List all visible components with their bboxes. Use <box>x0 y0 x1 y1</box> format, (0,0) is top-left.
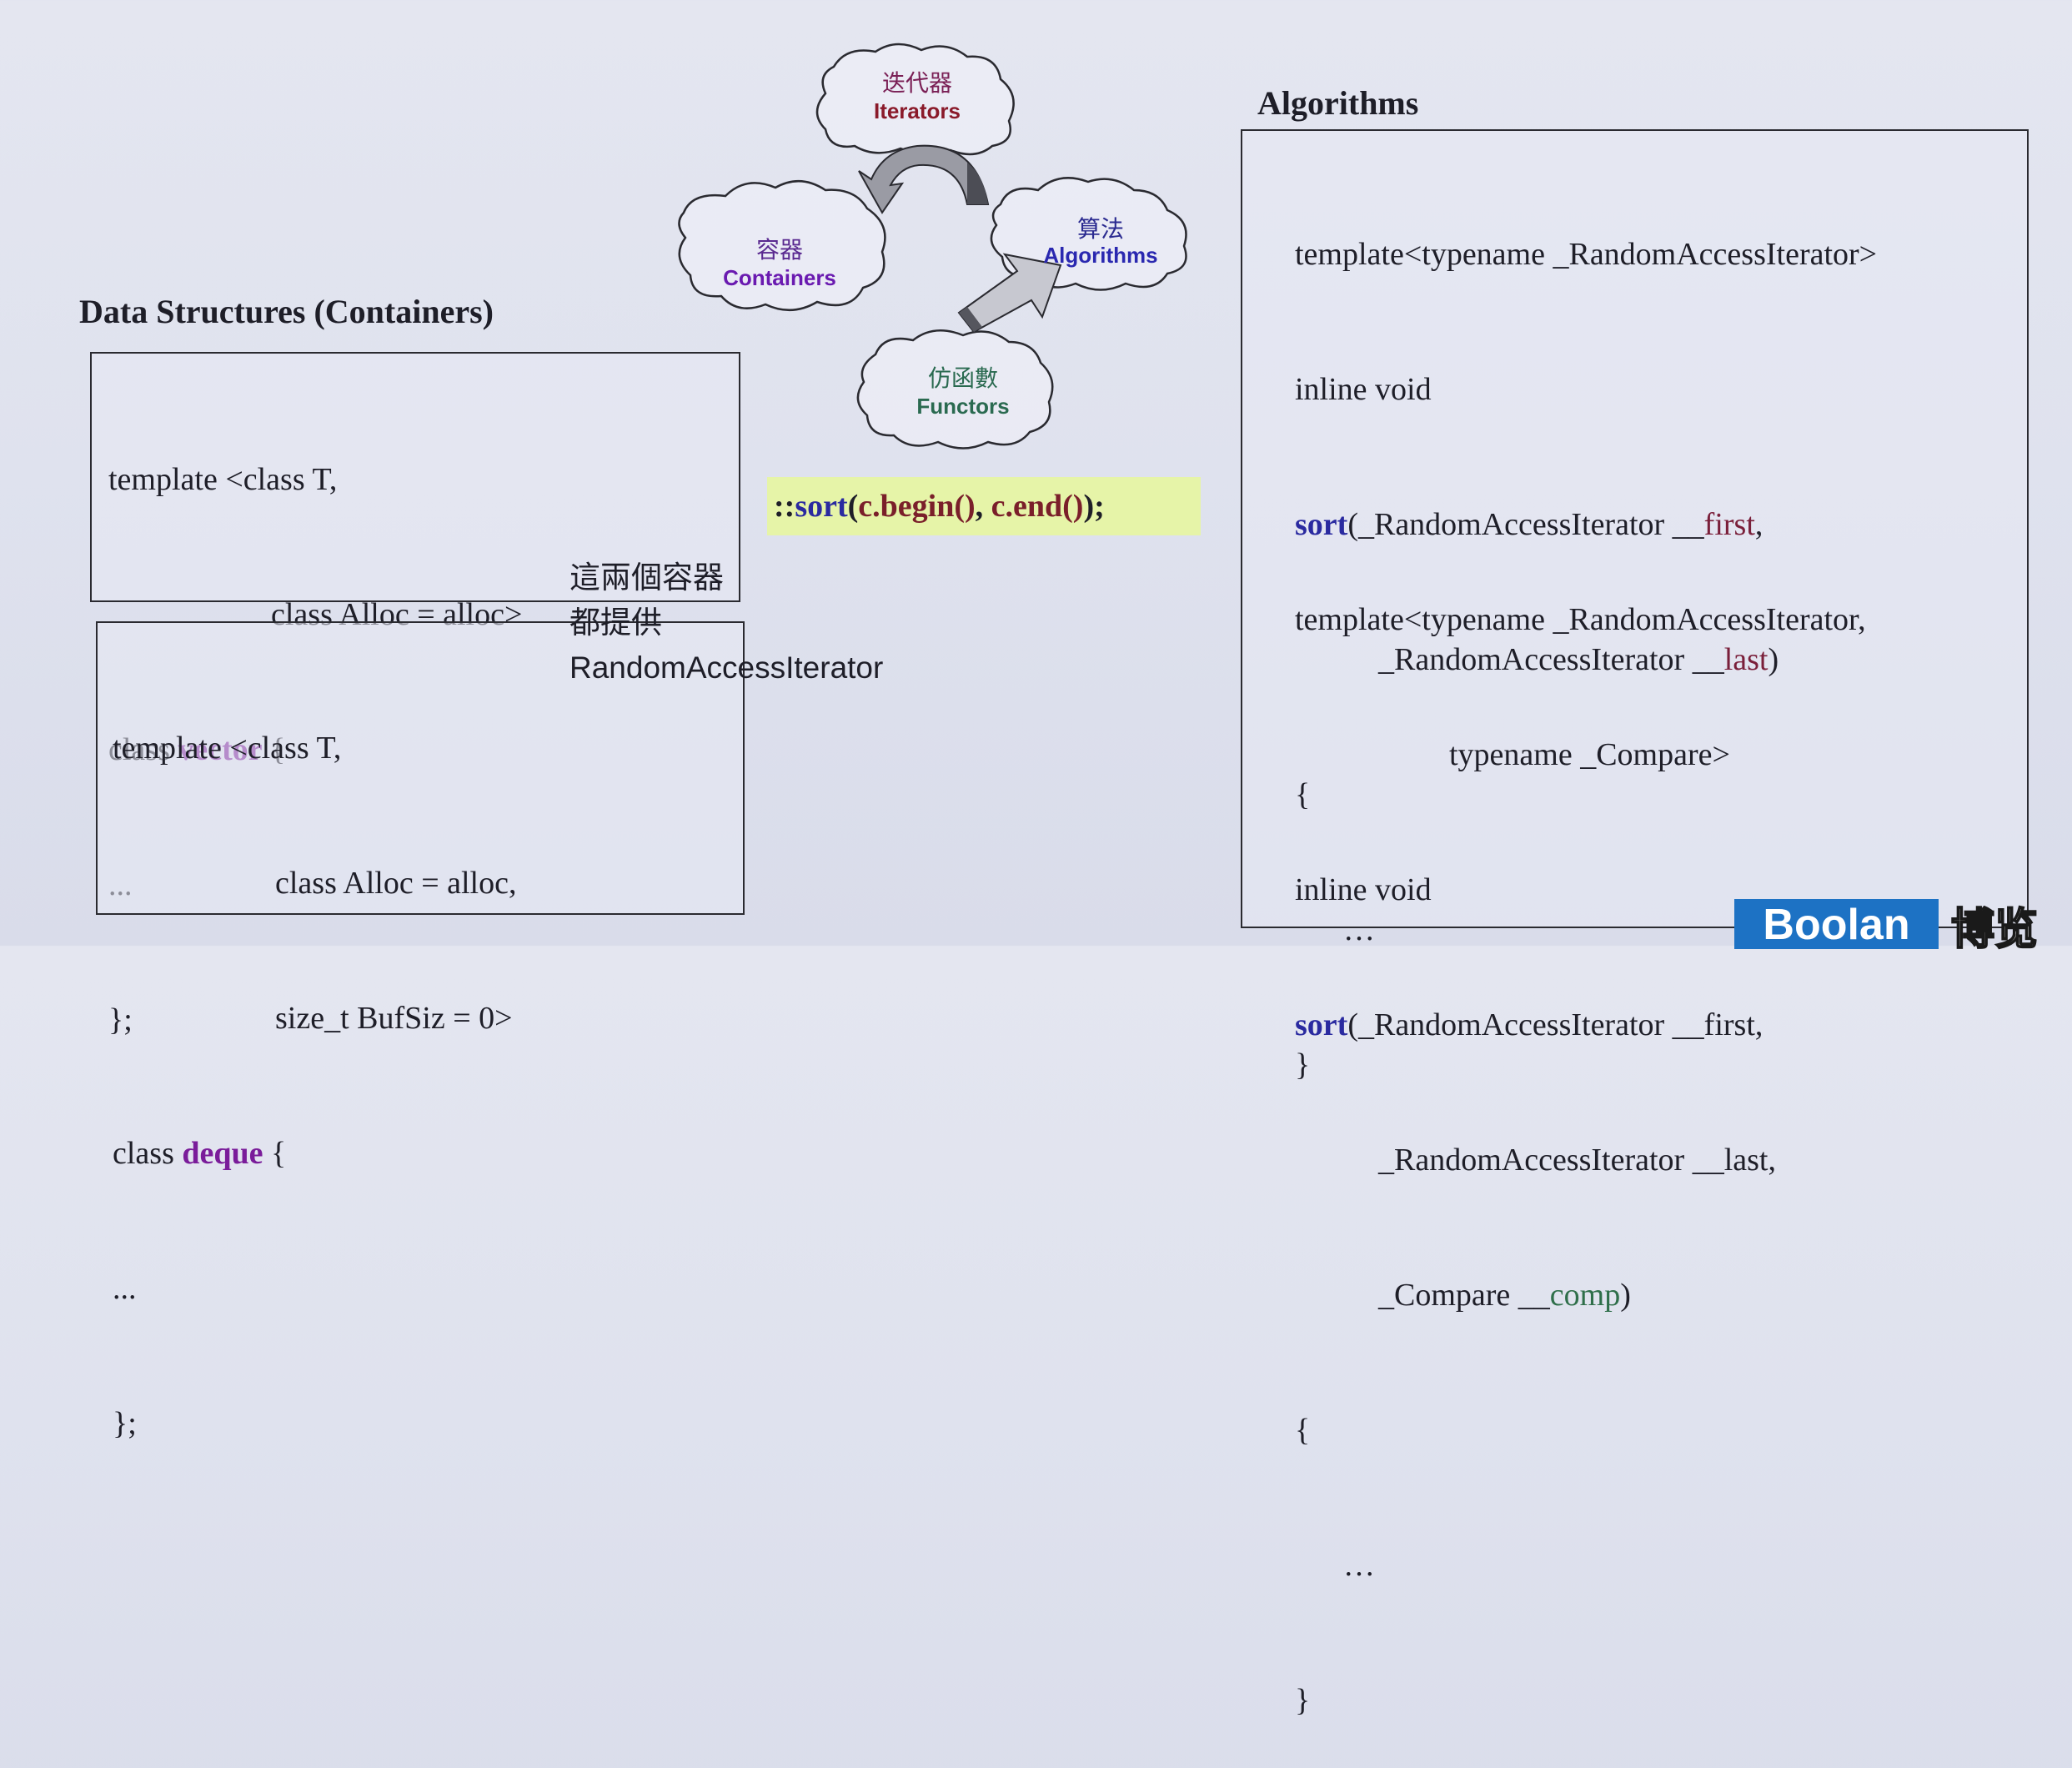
code-line: class Alloc = alloc, <box>275 866 517 901</box>
containers-cloud <box>678 179 886 312</box>
sort-template-1: template<typename _RandomAccessIterator>… <box>1295 142 1877 1133</box>
comp-param: comp <box>1549 1278 1621 1313</box>
code-line: template<typename _RandomAccessIterator> <box>1295 237 1878 272</box>
code-line: size_t BufSiz = 0> <box>275 1001 513 1036</box>
deque-keyword: deque <box>182 1136 263 1171</box>
functors-en: Functors <box>916 394 1010 419</box>
first-param: first <box>1703 507 1755 542</box>
sort-keyword: sort <box>1295 507 1348 542</box>
code-line: template <class T, <box>113 731 342 766</box>
iterators-en: Iterators <box>873 98 961 123</box>
vector-code-box <box>90 352 740 602</box>
note-line-1: 這兩個容器 <box>569 560 724 595</box>
sort-fn: sort <box>795 489 848 524</box>
functors-cloud <box>856 329 1054 450</box>
concept-diagram <box>678 43 1187 450</box>
functors-to-algorithms-arrow <box>957 253 1062 334</box>
code-line: template <class T, <box>108 462 338 497</box>
note-line-3: RandomAccessIterator <box>569 650 884 685</box>
code-line: _RandomAccessIterator __last) <box>1378 642 1779 677</box>
sort-template-2: template<typename _RandomAccessIterator,… <box>1295 507 1866 1768</box>
code-line: ... <box>113 1271 137 1306</box>
containers-cn: 容器 <box>755 237 803 263</box>
algorithms-en: Algorithms <box>1043 243 1158 268</box>
deque-code: template <class T, class Alloc = alloc, … <box>113 635 516 1491</box>
algorithms-code-box <box>1241 129 2029 928</box>
algorithms-cn: 算法 <box>1076 216 1124 242</box>
code-line: _Compare __comp) <box>1378 1278 1631 1313</box>
last-param: last <box>1723 642 1768 677</box>
begin-arg: c.begin() <box>858 489 976 524</box>
iterators-cloud <box>815 43 1015 156</box>
functors-cn: 仿函數 <box>927 365 998 391</box>
code-line: inline void <box>1295 872 1432 907</box>
code-line: _RandomAccessIterator __last, <box>1378 1143 1776 1178</box>
code-line: }; <box>113 1406 137 1441</box>
code-line: typename _Compare> <box>1449 737 1730 772</box>
containers-en: Containers <box>723 265 836 290</box>
code-line: inline void <box>1295 372 1432 407</box>
code-line: sort(_RandomAccessIterator __first, <box>1295 1007 1763 1042</box>
iterators-to-containers-arrow <box>858 144 990 214</box>
end-arg: c.end() <box>991 489 1084 524</box>
containers-heading: Data Structures (Containers) <box>79 293 494 330</box>
code-line: sort(_RandomAccessIterator __first, <box>1295 507 1763 542</box>
sort-keyword: sort <box>1295 1007 1348 1042</box>
boolan-logo-cn: 博览 <box>1950 904 2039 956</box>
sort-call-highlight: ::sort(c.begin(), c.end()); <box>767 477 1201 535</box>
note-line-2: 都提供 <box>569 605 662 640</box>
code-line: … <box>1343 1548 1375 1583</box>
code-line: class deque { <box>113 1136 287 1171</box>
code-line: template<typename _RandomAccessIterator, <box>1295 602 1866 637</box>
random-access-note: 這兩個容器 都提供 RandomAccessIterator <box>569 555 883 691</box>
algorithms-heading: Algorithms <box>1257 84 1419 122</box>
code-line: { <box>1295 777 1311 812</box>
boolan-logo: Boolan <box>1734 899 1939 949</box>
iterators-cn: 迭代器 <box>881 70 952 96</box>
code-line: } <box>1295 1683 1311 1718</box>
deque-code-box <box>96 621 745 915</box>
code-line: { <box>1295 1413 1311 1448</box>
code-line: … <box>1343 912 1375 947</box>
